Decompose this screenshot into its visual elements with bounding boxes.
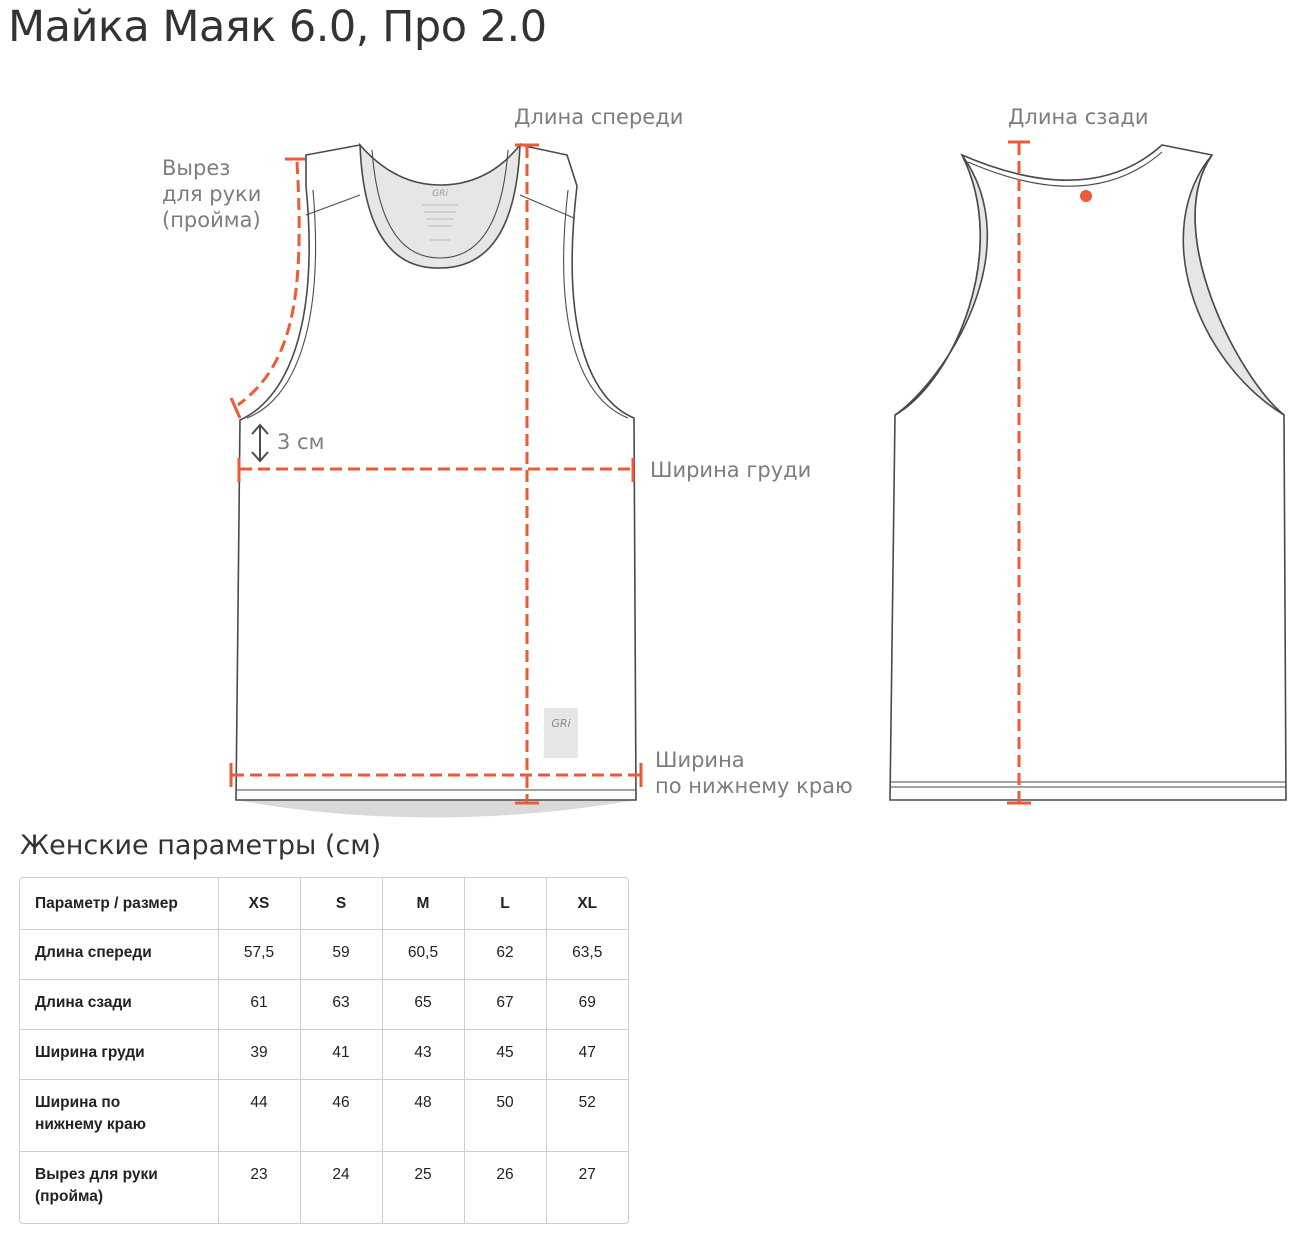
armhole-label-line-3: (пройма) bbox=[162, 208, 261, 232]
front-armhole-band-left bbox=[246, 189, 317, 419]
hem-width-label-line-1: Ширина bbox=[655, 748, 745, 772]
front-length-label: Длина спереди bbox=[514, 105, 684, 129]
armhole-label-line-2: для руки bbox=[162, 182, 262, 206]
table-cell: 43 bbox=[382, 1029, 465, 1080]
offset-label: 3 см bbox=[277, 430, 325, 454]
table-cell: 50 bbox=[464, 1079, 547, 1152]
back-body-outline bbox=[889, 144, 1287, 801]
table-cell: 69 bbox=[546, 979, 628, 1030]
header-size-xs: XS bbox=[218, 878, 301, 930]
table-row: Вырез для руки (пройма) 23 24 25 26 27 bbox=[20, 1151, 628, 1223]
table-row: Длина спереди 57,5 59 60,5 62 63,5 bbox=[20, 929, 628, 980]
row-label: Ширина по нижнему краю bbox=[20, 1079, 219, 1152]
table-cell: 27 bbox=[578, 1166, 596, 1183]
header-size-l: L bbox=[464, 878, 547, 930]
chest-width-label: Ширина груди bbox=[650, 458, 812, 482]
table-header-row: Параметр / размер XS S M L XL bbox=[20, 878, 628, 930]
back-armhole-right bbox=[1182, 154, 1285, 416]
offset-arrow bbox=[251, 423, 269, 463]
table-cell: 67 bbox=[464, 979, 547, 1030]
table-cell: 57,5 bbox=[218, 929, 301, 980]
table-cell: 65 bbox=[382, 979, 465, 1030]
row-label-line-1: Ширина по bbox=[35, 1094, 121, 1111]
table-cell: 41 bbox=[300, 1029, 383, 1080]
table-cell: 59 bbox=[300, 929, 383, 980]
table-cell: 24 bbox=[300, 1151, 383, 1223]
table-cell: 47 bbox=[546, 1029, 628, 1080]
row-label-line-2: (пройма) bbox=[35, 1188, 104, 1205]
table-cell: 60,5 bbox=[382, 929, 465, 980]
front-armhole-band-right bbox=[563, 189, 629, 419]
size-diagram: GRi GRi bbox=[229, 140, 1287, 818]
table-cell: 39 bbox=[218, 1029, 301, 1080]
header-size-m: M bbox=[382, 878, 465, 930]
header-size-xl: XL bbox=[546, 878, 628, 930]
row-label-line-2: нижнему краю bbox=[35, 1116, 146, 1133]
table-cell: 44 bbox=[218, 1079, 301, 1152]
row-label: Вырез для руки (пройма) bbox=[20, 1151, 219, 1223]
hem-logo-text: GRi bbox=[551, 717, 570, 730]
logo-patch bbox=[544, 708, 578, 758]
back-armhole-left bbox=[894, 154, 989, 416]
table-cell: 63,5 bbox=[546, 929, 628, 980]
table-cell: 52 bbox=[546, 1079, 628, 1152]
header-param: Параметр / размер bbox=[20, 878, 219, 930]
table-cell: 25 bbox=[382, 1151, 465, 1223]
front-neck-band bbox=[371, 149, 509, 259]
size-table: Параметр / размер XS S M L XL Длина спер… bbox=[19, 877, 629, 1224]
table-cell: 46 bbox=[300, 1079, 383, 1152]
table-cell: 48 bbox=[382, 1079, 465, 1152]
row-label-line-1: Вырез для руки bbox=[35, 1166, 158, 1183]
page-title: Майка Маяк 6.0, Про 2.0 bbox=[8, 2, 547, 52]
back-tank-top bbox=[889, 144, 1287, 801]
row-label: Длина сзади bbox=[20, 979, 219, 1030]
table-row: Длина сзади 61 63 65 67 69 bbox=[20, 979, 628, 1030]
back-neck-band bbox=[967, 151, 1163, 187]
table-cell: 63 bbox=[300, 979, 383, 1030]
hem-width-label: Ширина по нижнему краю bbox=[655, 747, 853, 799]
row-label: Ширина груди bbox=[20, 1029, 219, 1080]
armhole-label: Вырез для руки (пройма) bbox=[162, 155, 261, 233]
back-length-label: Длина сзади bbox=[1008, 105, 1149, 129]
row-label: Длина спереди bbox=[20, 929, 219, 980]
back-dot-marker bbox=[1080, 190, 1092, 202]
front-neck-inner bbox=[359, 142, 521, 269]
hem-width-label-line-2: по нижнему краю bbox=[655, 774, 853, 798]
table-cell: 62 bbox=[464, 929, 547, 980]
neck-care-label bbox=[422, 204, 458, 241]
table-cell: 26 bbox=[464, 1151, 547, 1223]
table-cell: 45 bbox=[464, 1029, 547, 1080]
armhole-label-line-1: Вырез bbox=[162, 156, 231, 180]
table-title: Женские параметры (см) bbox=[20, 830, 382, 861]
table-cell: 61 bbox=[218, 979, 301, 1030]
table-row: Ширина по нижнему краю 44 46 48 50 52 bbox=[20, 1079, 628, 1152]
measure-lines bbox=[229, 140, 1031, 805]
front-tank-top bbox=[235, 142, 637, 818]
front-hem-shadow bbox=[236, 800, 636, 818]
table-cell: 23 bbox=[218, 1151, 301, 1223]
neck-label-logo: GRi bbox=[432, 189, 448, 199]
header-size-s: S bbox=[300, 878, 383, 930]
table-row: Ширина груди 39 41 43 45 47 bbox=[20, 1029, 628, 1080]
armhole-line bbox=[237, 161, 301, 407]
